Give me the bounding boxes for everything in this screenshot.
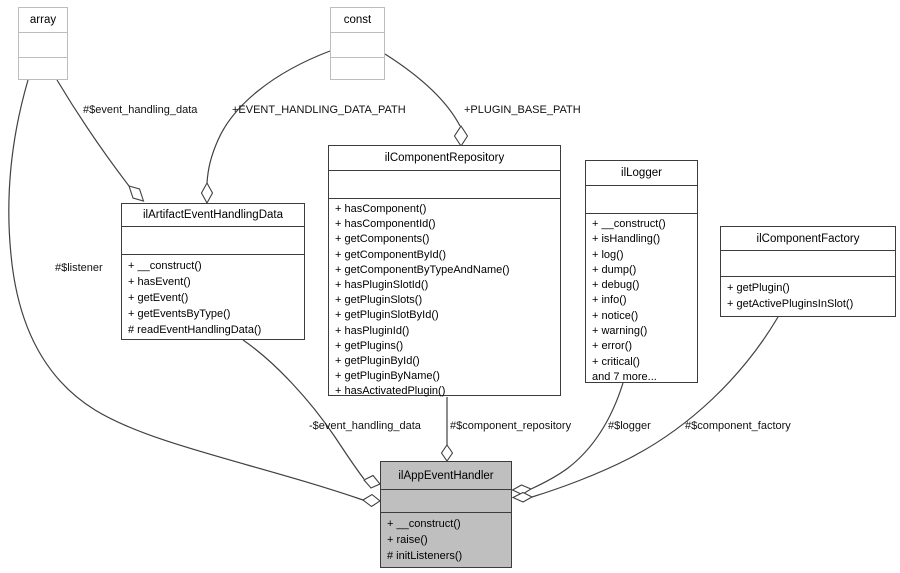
edge-label-plugin-base-path: +PLUGIN_BASE_PATH <box>464 104 581 116</box>
aggregation-diamond <box>453 124 469 148</box>
method: + error() <box>592 340 633 353</box>
method: + hasComponentId() <box>335 218 436 231</box>
attributes-compartment <box>586 186 697 214</box>
class-node-ilappeventhandler[interactable]: ilAppEventHandler + __construct() + rais… <box>380 461 512 568</box>
class-title: ilLogger <box>586 161 697 186</box>
method: + getPluginSlotById() <box>335 309 439 322</box>
attributes-compartment <box>381 490 511 513</box>
method: + getComponentById() <box>335 248 446 261</box>
method: + __construct() <box>387 518 461 530</box>
attributes-compartment <box>122 227 304 255</box>
method: + critical() <box>592 355 640 368</box>
class-node-illogger[interactable]: ilLogger + __construct() + isHandling() … <box>585 160 698 383</box>
class-title: ilAppEventHandler <box>381 462 511 490</box>
method: + isHandling() <box>592 233 661 246</box>
method: + notice() <box>592 309 639 322</box>
method: + warning() <box>592 325 648 338</box>
method: + hasActivatedPlugin() <box>335 385 446 398</box>
attributes-compartment <box>19 33 67 58</box>
methods-compartment: + __construct() + isHandling() + log() +… <box>586 214 697 385</box>
methods-compartment <box>331 58 384 61</box>
edge-array-to-artifact <box>56 79 130 187</box>
aggregation-diamond <box>200 181 214 205</box>
methods-compartment: + getPlugin() + getActivePluginsInSlot() <box>721 277 895 312</box>
aggregation-diamond <box>511 491 534 503</box>
method: + __construct() <box>592 218 666 230</box>
method: + getEvent() <box>128 292 189 304</box>
aggregation-diamond <box>440 444 454 462</box>
method: + hasComponent() <box>335 203 427 215</box>
method: + getPluginByName() <box>335 370 440 383</box>
attributes-compartment <box>721 251 895 277</box>
edge-factory-to-handler <box>531 316 779 498</box>
class-node-ilcomponentfactory[interactable]: ilComponentFactory + getPlugin() + getAc… <box>720 226 896 317</box>
method: + dump() <box>592 263 637 276</box>
method: + raise() <box>387 534 428 546</box>
edge-label-event-handling-data: #$event_handling_data <box>83 104 198 116</box>
class-node-array: array <box>18 7 68 80</box>
aggregation-diamond <box>511 484 533 496</box>
method: + getPlugins() <box>335 339 404 352</box>
method: # initListeners() <box>387 550 463 562</box>
methods-compartment: + hasComponent() + hasComponentId() + ge… <box>329 199 560 400</box>
class-title: ilComponentFactory <box>721 227 895 251</box>
edge-logger-to-handler <box>530 382 624 490</box>
method: + __construct() <box>128 260 202 272</box>
class-node-const: const <box>330 7 385 80</box>
method: + getPluginById() <box>335 355 420 368</box>
method: + getPluginSlots() <box>335 294 423 307</box>
class-node-ilcomponentrepository[interactable]: ilComponentRepository + hasComponent() +… <box>328 145 561 397</box>
aggregation-diamond <box>363 474 381 489</box>
edge-label-component-repository: #$component_repository <box>450 420 572 432</box>
edge-label-event-handling-data-path: +EVENT_HANDLING_DATA_PATH <box>232 104 406 116</box>
methods-compartment <box>19 58 67 61</box>
edge-array-to-handler-listener <box>8 79 364 501</box>
method: + info() <box>592 294 627 307</box>
methods-compartment: + __construct() + hasEvent() + getEvent(… <box>122 255 304 338</box>
class-title: array <box>19 8 67 33</box>
methods-compartment: + __construct() + raise() # initListener… <box>381 513 511 564</box>
edge-label-component-factory: #$component_factory <box>685 420 791 432</box>
aggregation-diamond <box>128 185 145 202</box>
method: + hasPluginId() <box>335 324 410 337</box>
class-title: ilComponentRepository <box>329 146 560 171</box>
edge-const-to-repository <box>384 53 461 127</box>
method: + log() <box>592 248 624 261</box>
edge-label-event-handling-data-member: -$event_handling_data <box>309 420 421 432</box>
aggregation-diamond <box>362 493 381 508</box>
method-more: and 7 more... <box>592 370 657 383</box>
attributes-compartment <box>329 171 560 199</box>
edge-const-to-artifact <box>206 50 331 184</box>
method: + debug() <box>592 279 640 292</box>
attributes-compartment <box>331 33 384 58</box>
method: + getComponents() <box>335 233 430 246</box>
method: + getEventsByType() <box>128 308 231 320</box>
edge-label-listener: #$listener <box>55 262 103 274</box>
method: + getPlugin() <box>727 282 790 294</box>
class-title: ilArtifactEventHandlingData <box>122 204 304 227</box>
edge-label-logger: #$logger <box>608 420 651 432</box>
method: + hasPluginSlotId() <box>335 279 429 292</box>
class-title: const <box>331 8 384 33</box>
method: + getActivePluginsInSlot() <box>727 298 854 310</box>
edge-artifact-to-handler <box>242 339 365 480</box>
method: # readEventHandlingData() <box>128 324 262 336</box>
method: + hasEvent() <box>128 276 191 288</box>
method: + getComponentByTypeAndName() <box>335 263 510 276</box>
class-node-ilartifacteventhandlingdata[interactable]: ilArtifactEventHandlingData + __construc… <box>121 203 305 340</box>
